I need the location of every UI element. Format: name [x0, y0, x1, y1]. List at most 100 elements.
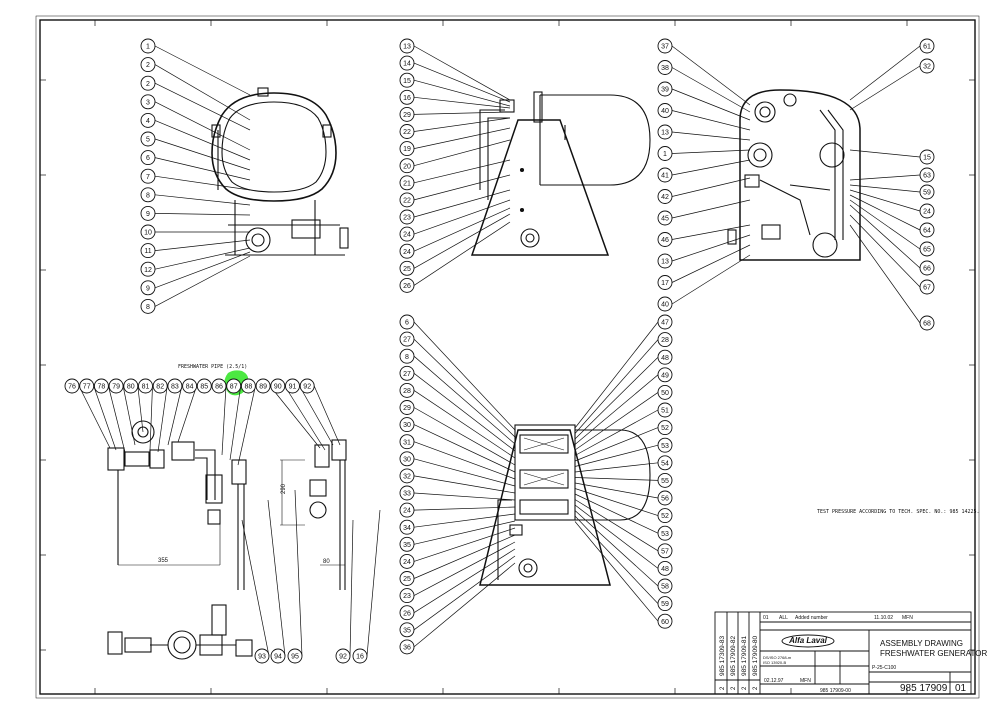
callout-top-right-left: 13 [657, 234, 751, 269]
callout-bubble [299, 378, 315, 394]
callout-bubble [399, 639, 415, 655]
callout-bubble [657, 332, 673, 348]
callout-number: 46 [661, 237, 669, 244]
callout-number: 30 [403, 422, 411, 429]
callout-bubble [399, 519, 415, 535]
leader-line [574, 409, 659, 456]
leader-line [413, 111, 511, 115]
callout-number: 15 [403, 78, 411, 85]
callout-number: 91 [289, 384, 297, 391]
callout-number: 63 [923, 173, 931, 180]
callout-top-right-left: 17 [657, 244, 751, 290]
leader-line [413, 555, 516, 631]
leader-line [413, 407, 516, 466]
callout-bubble [108, 378, 124, 394]
callout-number: 45 [661, 216, 669, 223]
leader-line [413, 562, 516, 648]
callout-number: 12 [144, 267, 152, 274]
leader-line [413, 159, 511, 184]
reference-rev: 2 [731, 686, 737, 690]
callout-bubble [919, 222, 935, 238]
callout-top-left: 10 [140, 224, 250, 240]
callout-number: 85 [200, 384, 208, 391]
callout-bubble [254, 648, 270, 664]
callout-number: 24 [403, 249, 411, 256]
callout-number: 88 [245, 384, 253, 391]
leader-line [413, 127, 511, 149]
callout-bubble [140, 205, 156, 221]
callout-number: 9 [146, 211, 150, 218]
reference-rev: 2 [720, 686, 726, 690]
callout-top-right-left: 38 [657, 60, 751, 113]
callout-bubble [919, 149, 935, 165]
leader-line [849, 199, 921, 250]
reference-number: 985 17309-83 [719, 635, 726, 676]
callout-bottom-center-right: 58 [574, 510, 673, 594]
leader-line [93, 385, 117, 451]
callout-bubble [140, 57, 156, 73]
callout-number: 23 [403, 593, 411, 600]
callout-top-center: 13 [399, 38, 511, 101]
leader-line [413, 475, 516, 494]
callout-bottom-left-bottom: 92 [335, 519, 354, 664]
leader-line [671, 244, 751, 283]
callout-bottom-center-right: 57 [574, 499, 673, 559]
callout-bubble [657, 420, 673, 436]
callout-bottom-left-top: 76 [64, 378, 111, 449]
callout-number: 28 [403, 388, 411, 395]
callout-number: 58 [661, 584, 669, 591]
callout-bubble [399, 158, 415, 174]
callout-bottom-left-top: 86 [211, 378, 227, 456]
callout-bubble [226, 378, 242, 394]
callout-bottom-center-right: 53 [574, 493, 673, 541]
leader-line [154, 251, 251, 289]
view-top-left [211, 87, 349, 256]
callout-number: 68 [923, 321, 931, 328]
callout-bottom-center-right: 48 [574, 504, 673, 576]
callout-number: 48 [661, 566, 669, 573]
leader-line [849, 204, 921, 269]
leader-line [154, 157, 251, 181]
callout-number: 6 [405, 320, 409, 327]
callout-top-center: 15 [399, 72, 511, 107]
freshwater-pipe-label: FRESHWATER PIPE (2.5/1) [178, 364, 247, 370]
brand-logo-text: Alfa Laval [788, 636, 828, 645]
leader-line [413, 506, 516, 511]
callout-number: 26 [403, 283, 411, 290]
leader-line [413, 520, 516, 545]
leader-line [849, 149, 921, 158]
callout-number: 51 [661, 408, 669, 415]
callout-top-left: 11 [140, 239, 251, 259]
callout-bottom-center-left: 27 [399, 331, 516, 438]
callout-bubble [140, 298, 156, 314]
leader-line [671, 67, 751, 113]
callout-number: 11 [144, 248, 151, 255]
callout-number: 19 [403, 146, 411, 153]
callout-number: 16 [403, 95, 411, 102]
callout-top-right-right: 61 [849, 38, 935, 101]
callout-top-left: 2 [140, 57, 251, 121]
reference-number: 985 17909-81 [741, 635, 748, 676]
callout-bubble [399, 89, 415, 105]
callout-number: 67 [923, 285, 931, 292]
callout-bubble [140, 168, 156, 184]
callout-top-left: 4 [140, 112, 251, 161]
callout-bubble [919, 167, 935, 183]
leader-line [574, 515, 659, 604]
callout-number: 29 [403, 405, 411, 412]
callout-bottom-center-left: 30 [399, 417, 516, 473]
callout-bubble [657, 60, 673, 75]
leader-line [413, 541, 516, 596]
revision-cell: Added number [795, 615, 828, 621]
callout-top-left: 3 [140, 94, 251, 151]
callout-bottom-center-left: 28 [399, 382, 516, 459]
callout-bottom-center-left: 31 [399, 434, 516, 480]
callout-bubble [657, 490, 673, 506]
callout-bubble [657, 296, 673, 312]
callout-top-center: 22 [399, 117, 511, 139]
callout-bubble [140, 94, 156, 110]
callout-bottom-center-right: 54 [574, 455, 673, 473]
leader-line [413, 527, 516, 562]
leader-line [849, 189, 921, 212]
